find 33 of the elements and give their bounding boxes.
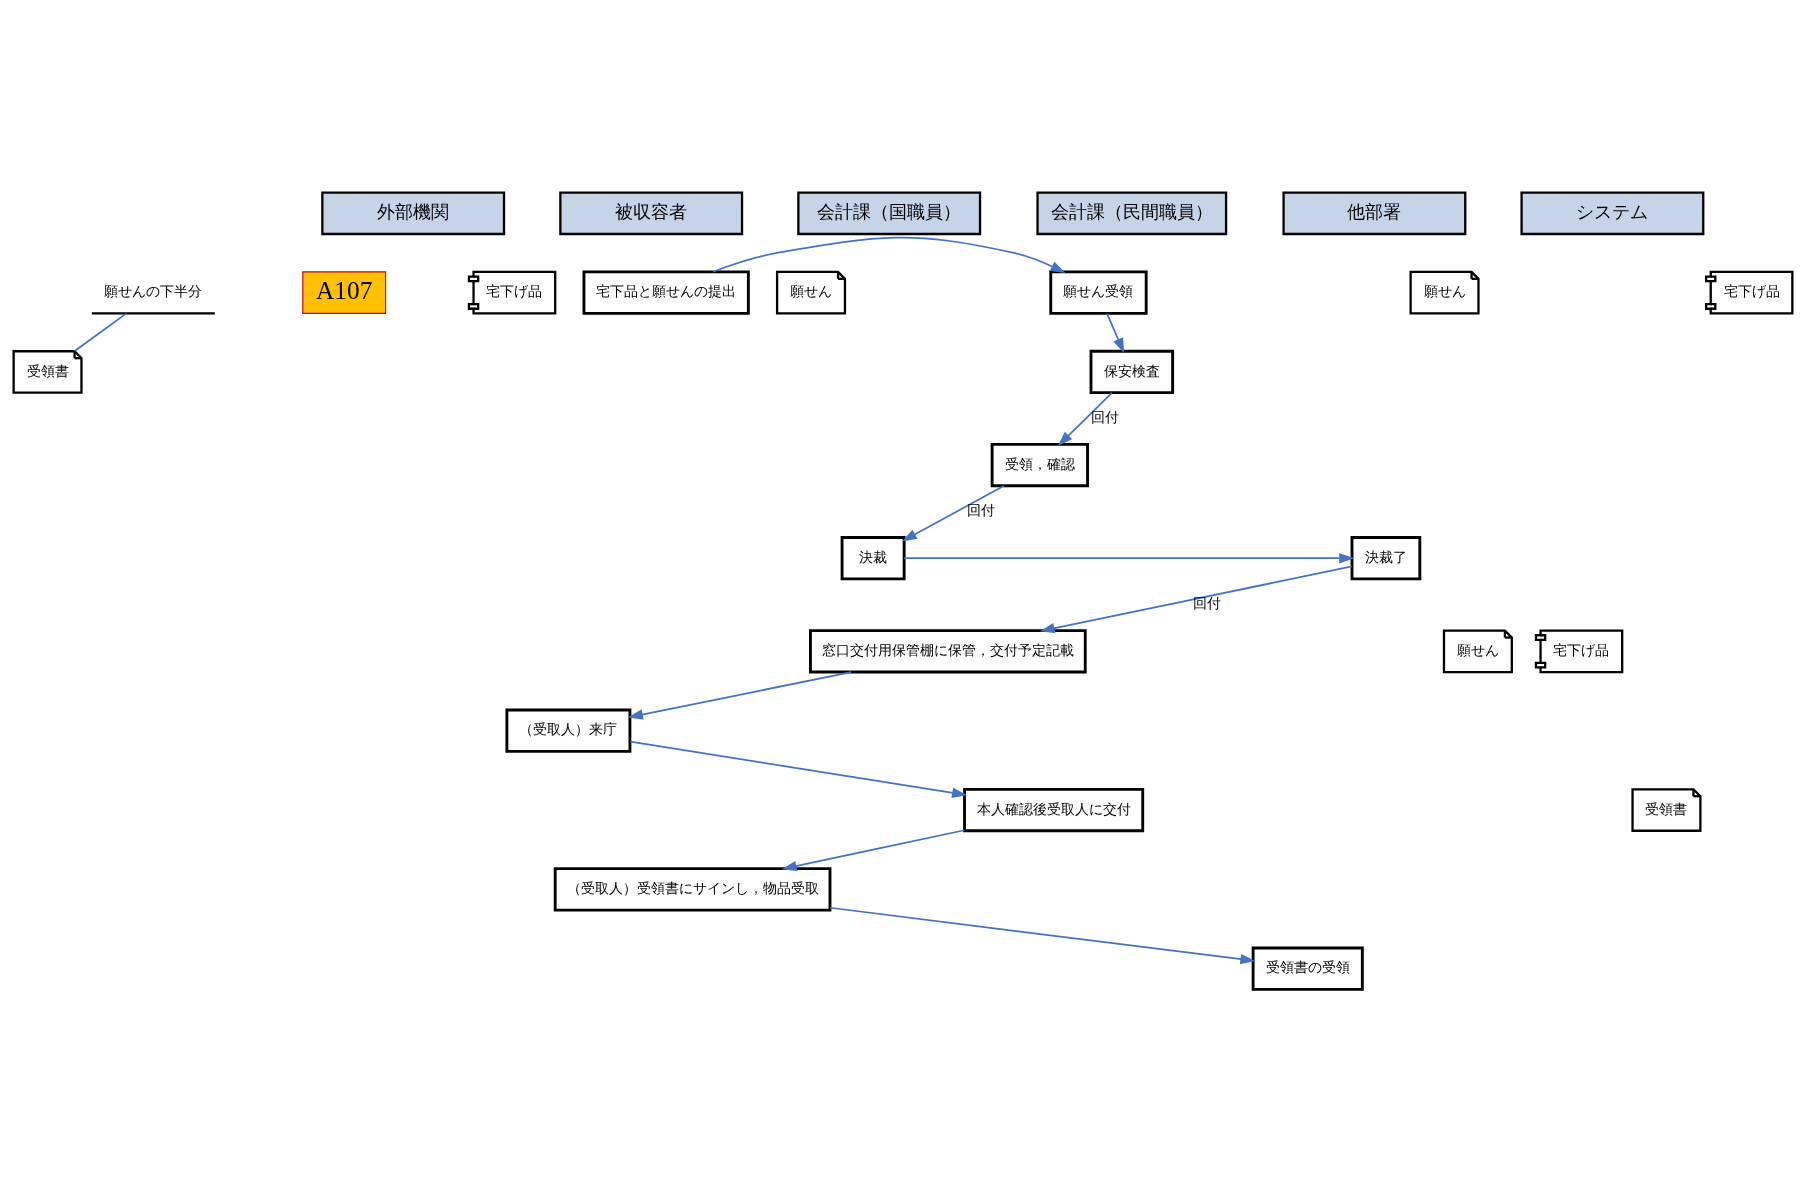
- arrow: [627, 670, 852, 720]
- node-box: （受取人）受領書にサインし，物品受取: [553, 866, 832, 911]
- node-box: 被収容者: [559, 190, 744, 235]
- node-box: 保安検査: [1089, 349, 1175, 394]
- arrow: [1106, 312, 1125, 353]
- node-box: 決裁: [840, 535, 906, 580]
- arrow: [712, 236, 1066, 273]
- edge-label: 回付: [1090, 408, 1119, 425]
- node-box: 受領，確認: [990, 442, 1089, 487]
- node-box: 決裁了: [1350, 535, 1422, 580]
- arrow: [829, 906, 1256, 964]
- edge-label: 回付: [966, 501, 995, 518]
- edge-label: 回付: [1193, 594, 1222, 611]
- node-box: 会計課（民間職員）: [1036, 190, 1228, 235]
- node-box: 宅下品と願せんの提出: [582, 270, 750, 315]
- node-box: 窓口交付用保管棚に保管，交付予定記載: [809, 628, 1087, 673]
- arrow: [1039, 565, 1353, 633]
- node-box: 他部署: [1282, 190, 1467, 235]
- node-box: 会計課（国職員）: [797, 190, 982, 235]
- node-box: 願せん受領: [1049, 270, 1148, 315]
- arrow: [781, 828, 966, 871]
- node-box: （受取人）来庁: [505, 708, 632, 753]
- node-box: A107: [302, 270, 387, 314]
- node-box: システム: [1520, 190, 1705, 235]
- node-box: 受領書の受領: [1251, 946, 1364, 991]
- connector: [73, 312, 127, 352]
- node-text: 願せんの下半分: [104, 282, 203, 299]
- arrow: [901, 484, 1005, 541]
- node-box: 外部機関: [321, 190, 506, 235]
- arrow: [903, 552, 1355, 563]
- node-box: 本人確認後受取人に交付: [963, 787, 1145, 832]
- arrow: [1057, 391, 1113, 446]
- arrow: [629, 740, 968, 798]
